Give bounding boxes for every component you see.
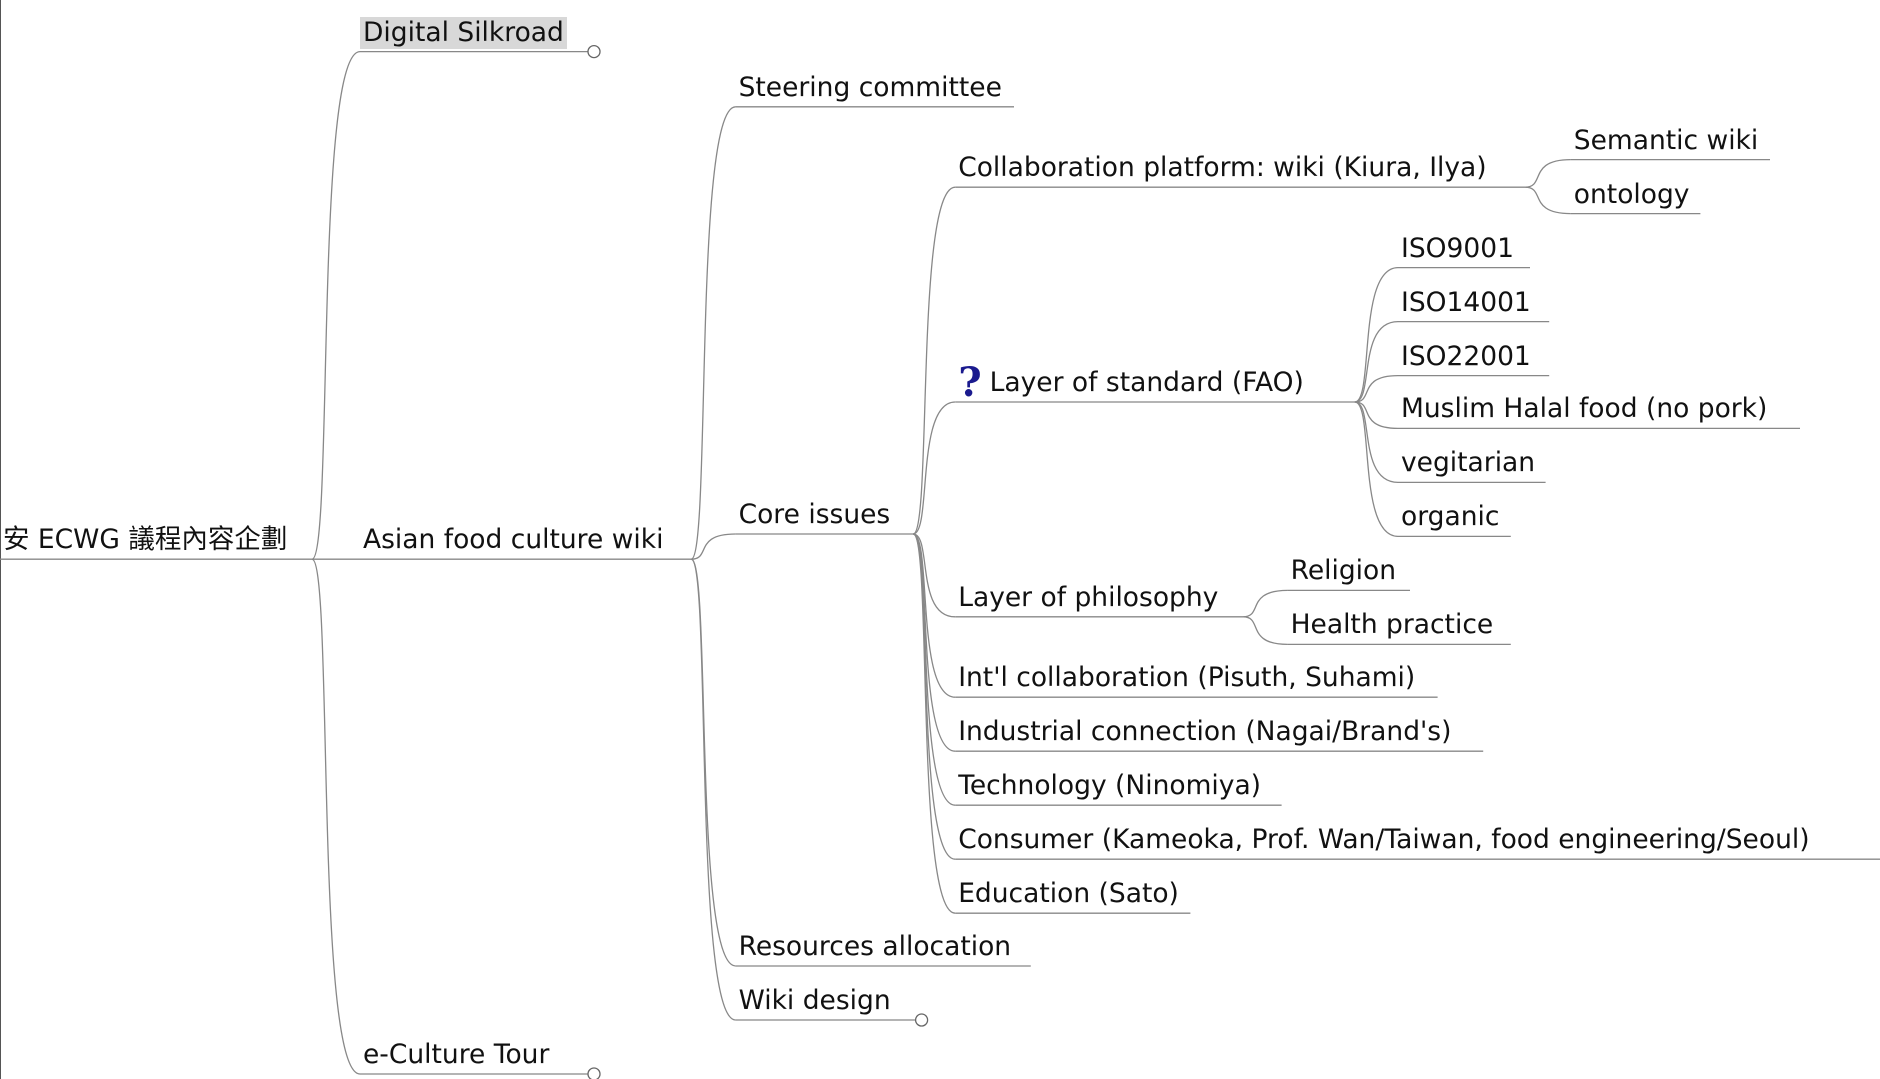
node-label: Layer of philosophy xyxy=(958,581,1219,613)
edge-asian-food-culture-wiki-to-steering-committee xyxy=(690,106,736,560)
edge-core-issues-to-education xyxy=(912,533,956,914)
node-core-issues[interactable]: Core issues xyxy=(736,499,894,531)
edge-collaboration-platform-to-semantic-wiki xyxy=(1525,158,1571,188)
fold-indicator-icon[interactable] xyxy=(587,1067,601,1079)
node-education[interactable]: Education (Sato) xyxy=(955,878,1182,910)
edge-layer-of-standard-to-iso14001 xyxy=(1354,320,1399,403)
node-organic[interactable]: organic xyxy=(1398,501,1502,533)
node-ontology[interactable]: ontology xyxy=(1571,179,1693,211)
edge-layer-of-standard-to-vegitarian xyxy=(1354,401,1399,484)
edge-core-issues-to-layer-of-philosophy xyxy=(913,533,956,618)
node-label: 安 ECWG 議程內容企劃 xyxy=(3,524,288,556)
node-health-practice[interactable]: Health practice xyxy=(1288,609,1497,641)
edge-asian-food-culture-wiki-to-wiki-design xyxy=(690,558,736,1021)
edge-root-to-digital-silkroad xyxy=(311,50,361,560)
node-label: ISO9001 xyxy=(1401,232,1514,264)
node-label: Asian food culture wiki xyxy=(363,524,664,556)
node-label: Int'l collaboration (Pisuth, Suhami) xyxy=(958,662,1416,694)
edge-core-issues-to-collaboration-platform xyxy=(912,186,956,535)
node-label: Core issues xyxy=(738,499,891,530)
node-label: Semantic wiki xyxy=(1573,124,1759,156)
edge-asian-food-culture-wiki-to-core-issues xyxy=(691,533,736,560)
question-icon: ? xyxy=(958,359,982,406)
node-iso9001[interactable]: ISO9001 xyxy=(1398,233,1517,265)
node-vegitarian[interactable]: vegitarian xyxy=(1398,447,1538,479)
node-label: Wiki design xyxy=(738,985,891,1016)
node-technology[interactable]: Technology (Ninomiya) xyxy=(955,770,1264,802)
node-steering-committee[interactable]: Steering committee xyxy=(736,72,1005,104)
edge-layer-of-standard-to-muslim-halal xyxy=(1354,401,1399,430)
edge-layer-of-philosophy-to-health-practice xyxy=(1243,616,1288,646)
node-digital-silkroad[interactable]: Digital Silkroad xyxy=(360,16,567,49)
edge-core-issues-to-consumer xyxy=(912,533,956,860)
node-label: ontology xyxy=(1573,178,1690,210)
edge-asian-food-culture-wiki-to-resources-allocation xyxy=(690,558,736,967)
node-label: Health practice xyxy=(1290,609,1494,641)
node-label: Collaboration platform: wiki (Kiura, Ily… xyxy=(958,152,1487,184)
node-label: Religion xyxy=(1290,555,1397,587)
node-industrial-connection[interactable]: Industrial connection (Nagai/Brand's) xyxy=(955,716,1454,748)
node-label: Resources allocation xyxy=(738,931,1012,962)
edge-core-issues-to-industrial-connection xyxy=(912,533,956,752)
fold-indicator-icon[interactable] xyxy=(587,44,601,59)
node-religion[interactable]: Religion xyxy=(1288,555,1399,587)
node-collaboration-platform[interactable]: Collaboration platform: wiki (Kiura, Ily… xyxy=(955,152,1489,184)
edge-layer-of-standard-to-organic xyxy=(1354,401,1399,538)
node-iso14001[interactable]: ISO14001 xyxy=(1398,287,1534,319)
node-label: organic xyxy=(1401,501,1500,533)
node-intl-collaboration[interactable]: Int'l collaboration (Pisuth, Suhami) xyxy=(955,662,1418,694)
edge-collaboration-platform-to-ontology xyxy=(1525,186,1571,215)
node-label: Technology (Ninomiya) xyxy=(958,770,1262,802)
root-node[interactable]: 安 ECWG 議程內容企劃 xyxy=(0,524,290,556)
node-label: Education (Sato) xyxy=(958,878,1179,910)
node-wiki-design[interactable]: Wiki design xyxy=(736,985,894,1017)
node-resources-allocation[interactable]: Resources allocation xyxy=(736,931,1015,963)
node-label: Muslim Halal food (no pork) xyxy=(1401,393,1768,425)
node-e-culture-tour[interactable]: e-Culture Tour xyxy=(360,1039,552,1071)
node-label: Layer of standard (FAO) xyxy=(989,367,1304,398)
node-muslim-halal[interactable]: Muslim Halal food (no pork) xyxy=(1398,393,1770,425)
node-iso22001[interactable]: ISO22001 xyxy=(1398,341,1534,373)
node-asian-food-culture-wiki[interactable]: Asian food culture wiki xyxy=(360,524,666,556)
node-consumer[interactable]: Consumer (Kameoka, Prof. Wan/Taiwan, foo… xyxy=(955,824,1812,856)
node-semantic-wiki[interactable]: Semantic wiki xyxy=(1571,125,1761,157)
node-label: ISO22001 xyxy=(1401,340,1531,372)
node-layer-of-standard[interactable]: ?Layer of standard (FAO) xyxy=(955,359,1307,406)
edge-layer-of-standard-to-iso22001 xyxy=(1354,374,1399,403)
window-left-border xyxy=(0,0,1,1079)
node-label: Steering committee xyxy=(738,71,1002,103)
node-label: vegitarian xyxy=(1401,447,1536,479)
node-label: Digital Silkroad xyxy=(363,16,564,48)
node-label: Consumer (Kameoka, Prof. Wan/Taiwan, foo… xyxy=(958,824,1810,856)
node-label: Industrial connection (Nagai/Brand's) xyxy=(958,716,1452,748)
fold-indicator-icon[interactable] xyxy=(914,1013,929,1027)
node-layer-of-philosophy[interactable]: Layer of philosophy xyxy=(955,582,1221,614)
edge-layer-of-standard-to-iso9001 xyxy=(1354,266,1399,403)
node-label: ISO14001 xyxy=(1401,286,1531,318)
edge-root-to-e-culture-tour xyxy=(311,558,361,1075)
node-label: e-Culture Tour xyxy=(363,1039,550,1070)
edge-layer-of-philosophy-to-religion xyxy=(1243,589,1288,618)
edge-core-issues-to-layer-of-standard xyxy=(912,401,956,535)
